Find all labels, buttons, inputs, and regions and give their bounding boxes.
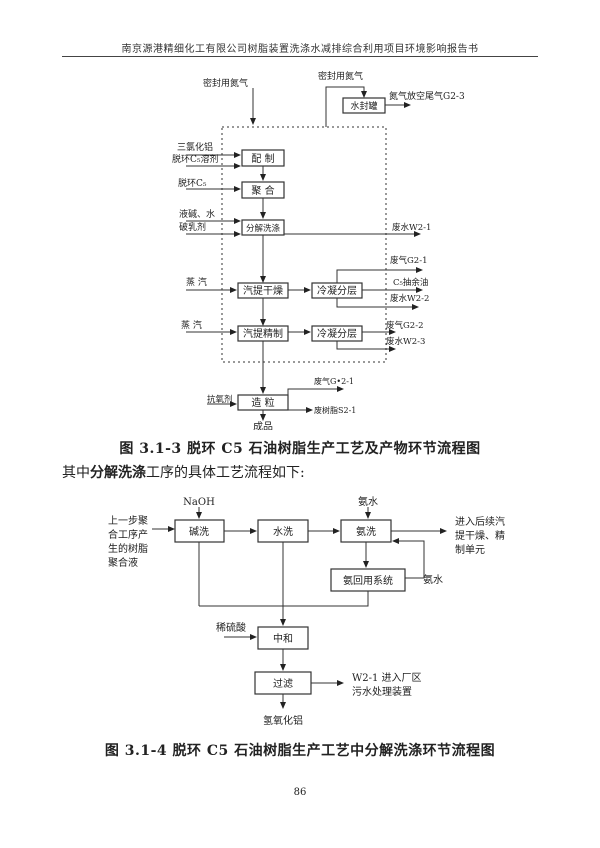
intro-prefix: 其中 — [62, 465, 90, 481]
box-filter-label: 过滤 — [273, 677, 293, 690]
box-strip-refine-label: 汽提精制 — [243, 327, 283, 340]
box-condense-2-label: 冷凝分层 — [317, 327, 357, 340]
box-water-wash-label: 水洗 — [273, 526, 293, 538]
figure-1-caption: 图 3.1-3 脱环 C5 石油树脂生产工艺及产物环节流程图 — [119, 441, 481, 457]
label-c5: 脱环C₅ — [178, 177, 207, 189]
label-solvent: 脱环C₅溶剂 — [172, 153, 219, 165]
label-ammonia-side: 氨水 — [423, 573, 443, 586]
box-condense-1-label: 冷凝分层 — [317, 284, 357, 297]
output-g2-1: 废气G2-1 — [390, 255, 427, 266]
output-g-2-1: 废气G•2-1 — [314, 376, 354, 386]
label-seal-n2-right: 密封用氮气 — [318, 70, 363, 82]
wastewater-line-1: W2-1 进入厂区 — [352, 672, 422, 684]
header-rule — [62, 56, 538, 57]
page-number: 86 — [293, 787, 307, 798]
feed-line-3: 生的树脂 — [108, 542, 148, 555]
label-naoh: NaOH — [183, 497, 215, 508]
intro-bold: 分解洗涤 — [90, 465, 146, 481]
output-n2-vent: 氮气放空尾气G2-3 — [389, 90, 465, 102]
box-strip-dry-label: 汽提干燥 — [243, 284, 283, 297]
figure-3-1-4-flowchart: 上一步聚 合工序产 生的树脂 聚合液 NaOH 碱洗 水洗 氨水 氨洗 进入后续… — [108, 495, 505, 727]
feed-line-4: 聚合液 — [108, 556, 138, 569]
feed-line-1: 上一步聚 — [108, 515, 148, 527]
box-ammonia-wash-label: 氨洗 — [356, 525, 376, 538]
feed-line-2: 合工序产 — [108, 528, 148, 541]
output-g2-2: 废气G2-2 — [386, 320, 423, 331]
label-alcl3: 三氯化铝 — [177, 141, 213, 153]
output-product: 成品 — [253, 421, 273, 430]
box-neutralize-label: 中和 — [273, 632, 293, 645]
label-seal-n2-left: 密封用氮气 — [203, 77, 248, 89]
intro-paragraph: 其中分解洗涤工序的具体工艺流程如下: — [62, 462, 305, 482]
box-ammonia-recovery-label: 氨回用系统 — [343, 574, 393, 587]
next-unit-line-1: 进入后续汽 — [455, 515, 505, 528]
label-steam-1: 蒸 汽 — [186, 276, 207, 288]
document-header: 南京源港精细化工有限公司树脂装置洗涤水减排综合利用项目环境影响报告书 — [121, 44, 479, 55]
intro-suffix: 工序的具体工艺流程如下: — [146, 465, 305, 481]
box-alkali-wash-label: 碱洗 — [189, 526, 209, 538]
output-s2-1: 废树脂S2-1 — [314, 405, 356, 415]
figure-2-caption: 图 3.1-4 脱环 C5 石油树脂生产工艺中分解洗涤环节流程图 — [104, 743, 496, 759]
output-w2-2: 废水W2-2 — [390, 293, 429, 304]
label-ammonia-top: 氨水 — [358, 495, 378, 508]
figure-3-1-3-flowchart: 密封用氮气 密封用氮气 水封罐 氮气放空尾气G2-3 三氯化铝 脱环C₅溶剂 配… — [172, 70, 465, 430]
output-w2-1: 废水W2-1 — [392, 222, 431, 233]
label-lye-water: 液碱、水 — [179, 208, 215, 220]
box-decompose-wash-label: 分解洗涤 — [246, 223, 281, 234]
output-al-hydroxide: 氢氧化铝 — [263, 714, 303, 727]
next-unit-line-3: 制单元 — [455, 543, 485, 556]
next-unit-line-2: 提干燥、精 — [455, 529, 505, 542]
label-steam-2: 蒸 汽 — [181, 319, 202, 331]
output-c5-raffinate: C₅抽余油 — [393, 277, 428, 288]
label-demulsifier: 破乳剂 — [179, 221, 206, 233]
box-polymerize-label: 聚 合 — [251, 184, 274, 197]
box-pelletize-label: 造 粒 — [251, 396, 274, 409]
output-w2-3: 废水W2-3 — [386, 336, 425, 347]
box-water-seal-label: 水封罐 — [350, 100, 377, 112]
box-prep-label: 配 制 — [251, 152, 274, 165]
label-antioxidant: 抗氧剂 — [207, 394, 233, 405]
wastewater-line-2: 污水处理装置 — [352, 685, 412, 698]
sealed-system-boundary — [221, 126, 387, 363]
label-dilute-acid: 稀硫酸 — [216, 621, 246, 634]
